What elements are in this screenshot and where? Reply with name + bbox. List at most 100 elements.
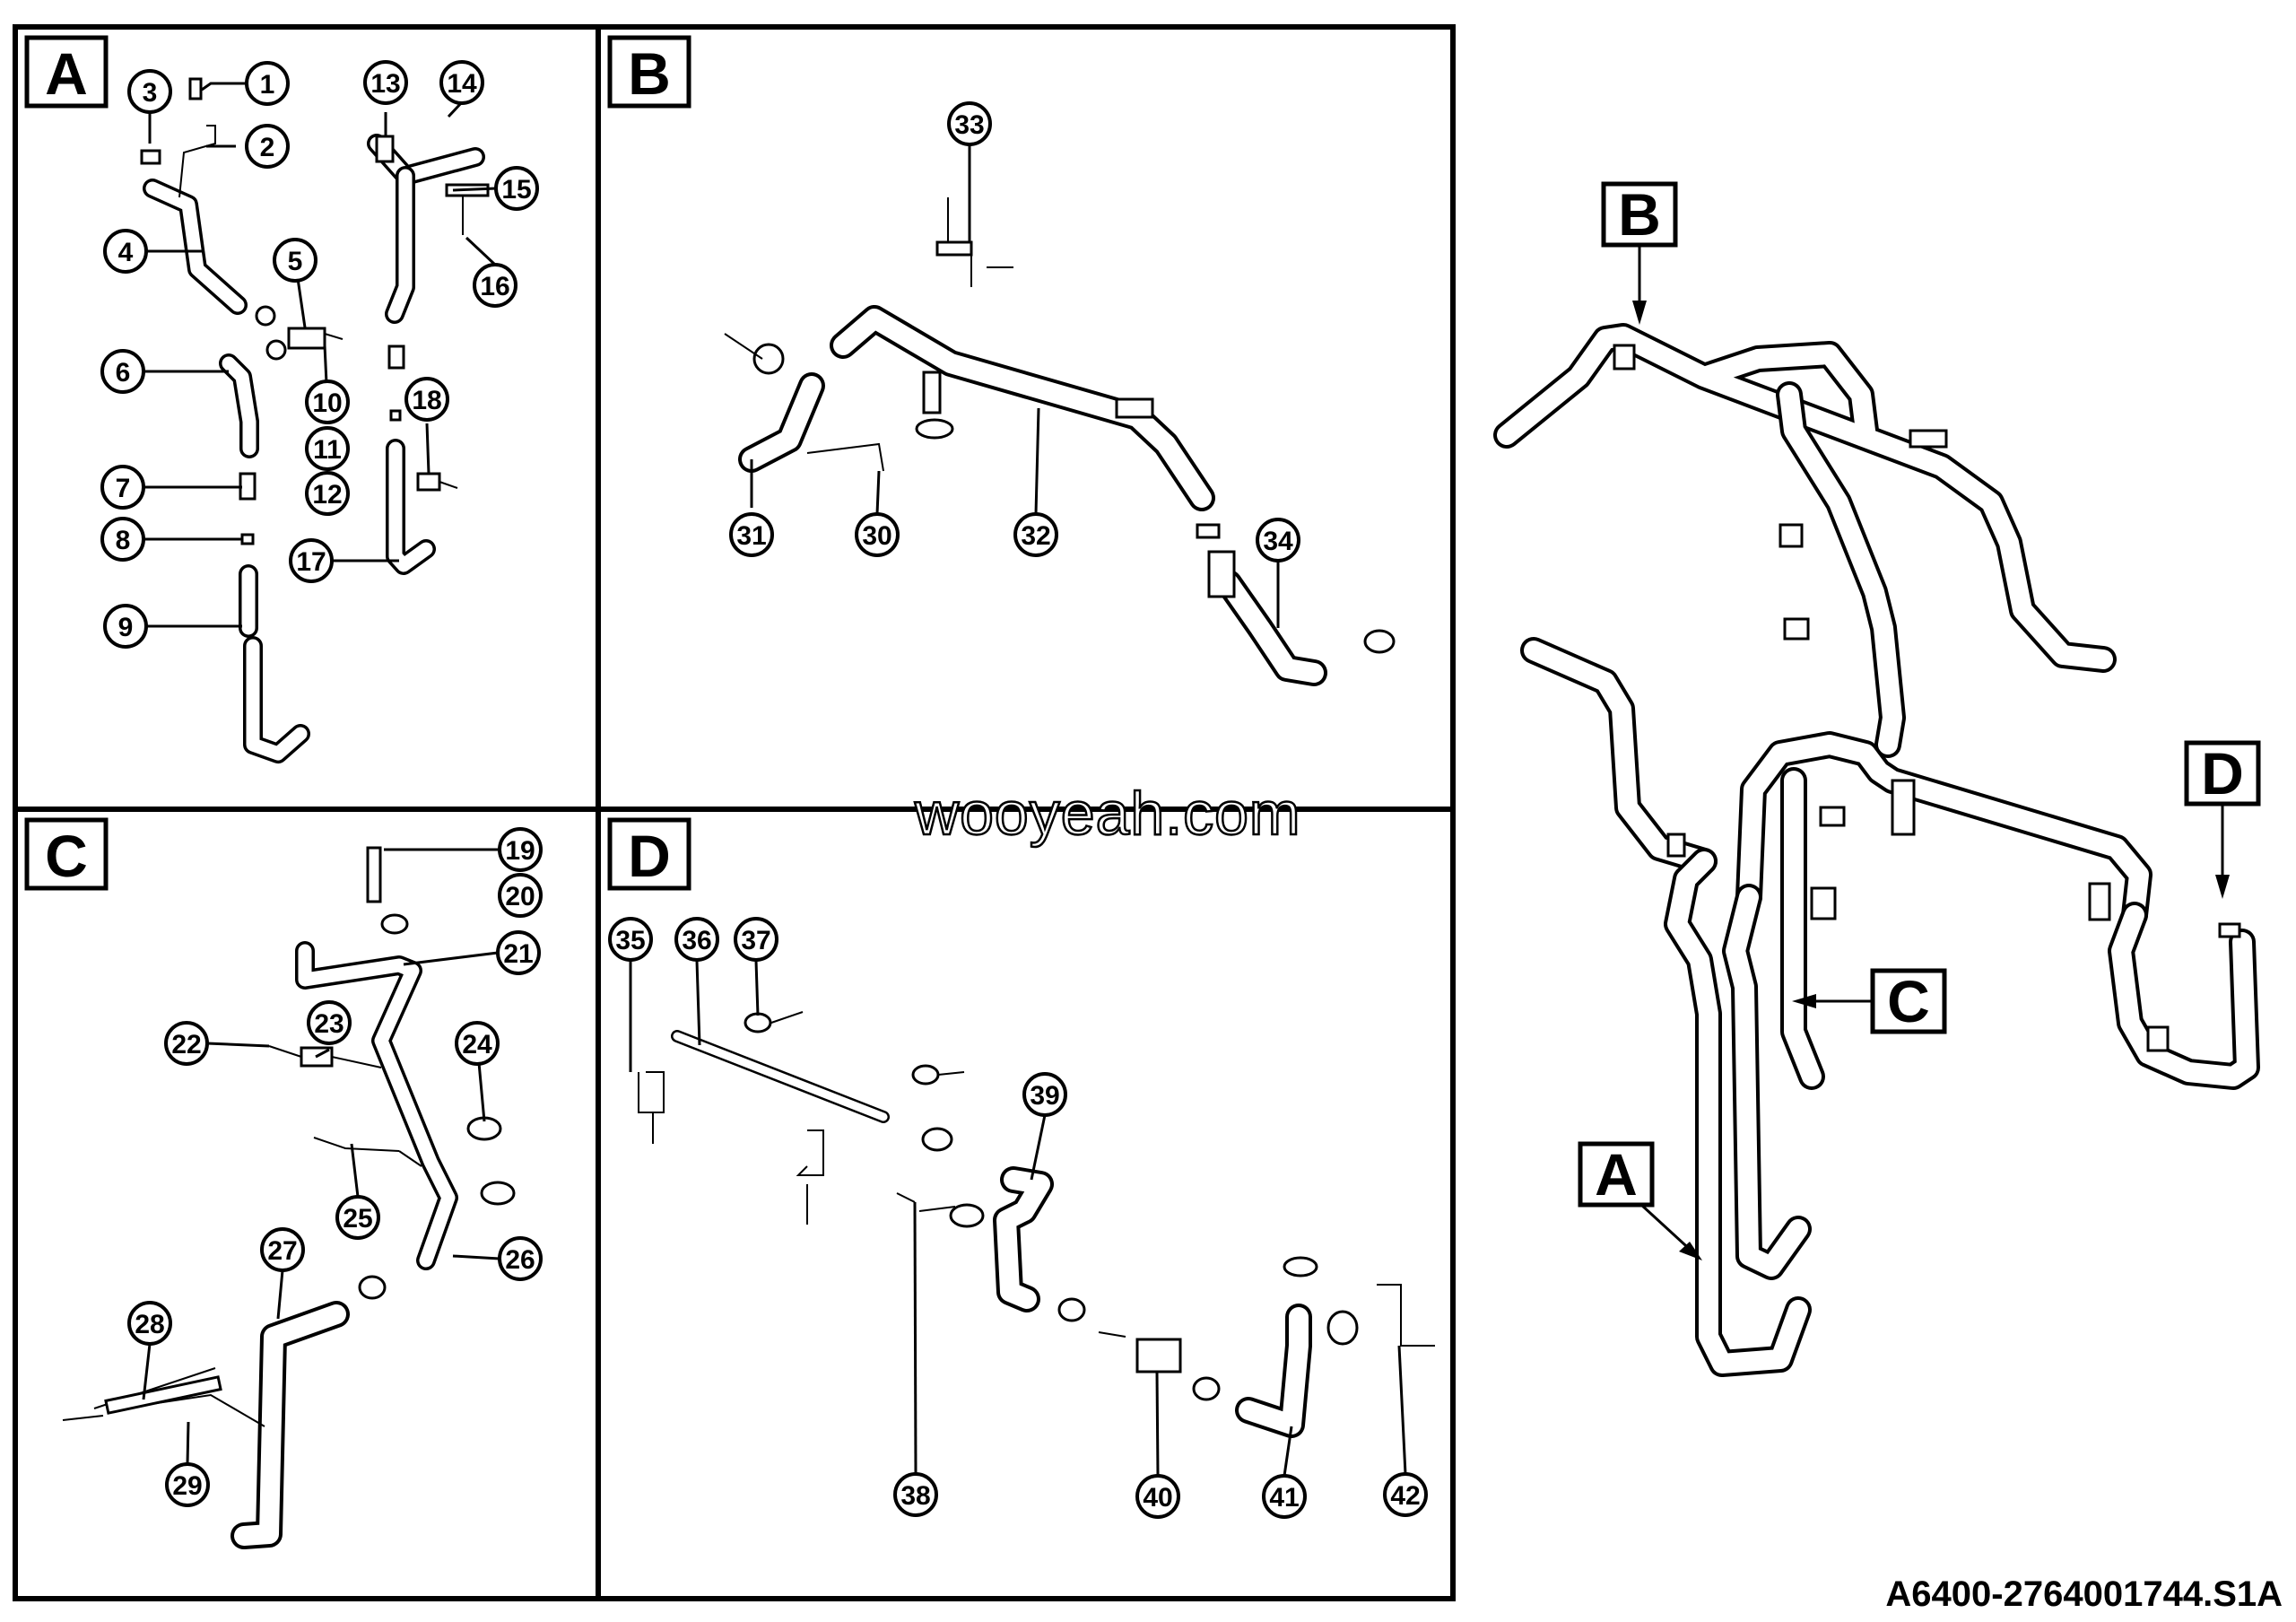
callout-28: 28 <box>127 1301 172 1346</box>
watermark: wooyeah.com <box>914 780 1301 848</box>
callout-number: 27 <box>267 1236 297 1266</box>
overview-label-c: C <box>1792 968 1947 1034</box>
callout-number: 13 <box>370 69 400 99</box>
callout-41: 41 <box>1262 1474 1307 1519</box>
callout-number: 24 <box>462 1030 492 1060</box>
callout-number: 40 <box>1143 1483 1172 1513</box>
callout-21: 21 <box>496 930 541 975</box>
callout-15: 15 <box>494 166 539 211</box>
callout-number: 35 <box>615 926 645 955</box>
callout-29: 29 <box>165 1462 210 1507</box>
document-code: A6400-2764001744.S1A <box>1885 1574 2283 1614</box>
callout-16: 16 <box>473 263 517 308</box>
callout-number: 3 <box>143 78 158 108</box>
callout-number: 18 <box>412 386 441 415</box>
callout-number: 15 <box>501 175 531 205</box>
callout-32: 32 <box>1013 512 1058 557</box>
overview-label-d: D <box>2184 740 2261 899</box>
callout-number: 37 <box>741 926 770 955</box>
callout-5: 5 <box>273 238 317 283</box>
callout-23: 23 <box>307 1000 352 1045</box>
callout-number: 30 <box>862 521 891 551</box>
callout-7: 7 <box>100 465 145 510</box>
panel-letter: C <box>45 823 88 889</box>
callout-number: 17 <box>296 547 326 577</box>
callout-number: 20 <box>505 882 535 911</box>
callout-20: 20 <box>498 873 543 918</box>
callout-39: 39 <box>1022 1072 1067 1117</box>
panel-label-a: A <box>24 35 109 109</box>
panel-letter: D <box>628 823 671 889</box>
callout-22: 22 <box>164 1021 209 1066</box>
callout-number: 2 <box>260 133 275 162</box>
callout-number: 23 <box>314 1009 344 1039</box>
callout-38: 38 <box>893 1472 938 1517</box>
callout-3: 3 <box>127 69 172 114</box>
callout-number: 38 <box>900 1481 930 1511</box>
callout-number: 33 <box>954 110 984 140</box>
callout-40: 40 <box>1135 1474 1180 1519</box>
panel-b-drawing <box>724 197 1396 686</box>
callout-number: 29 <box>172 1471 202 1501</box>
callout-34: 34 <box>1256 518 1300 562</box>
callout-number: 10 <box>312 388 342 418</box>
panel-letter: A <box>45 40 88 107</box>
callout-13: 13 <box>363 60 408 105</box>
callout-number: 21 <box>503 939 533 969</box>
callout-number: 1 <box>260 70 275 100</box>
callout-6: 6 <box>100 349 145 394</box>
callout-31: 31 <box>729 512 774 557</box>
overview-letter: B <box>1618 181 1661 248</box>
panel-label-d: D <box>607 817 691 891</box>
callout-number: 16 <box>480 272 509 301</box>
callout-14: 14 <box>439 60 484 105</box>
panel-d-drawing <box>638 1011 1435 1438</box>
panel-c-drawing <box>62 846 516 1549</box>
callout-25: 25 <box>335 1195 380 1240</box>
callout-33: 33 <box>947 101 992 146</box>
callout-4: 4 <box>103 229 148 274</box>
callout-9: 9 <box>103 604 148 649</box>
callout-number: 31 <box>736 521 766 551</box>
panel-a-drawing <box>140 77 490 763</box>
callout-number: 19 <box>505 836 535 866</box>
callout-17: 17 <box>289 538 334 583</box>
callout-number: 26 <box>505 1245 535 1275</box>
callout-27: 27 <box>260 1227 305 1272</box>
panel-frames <box>13 24 1456 1601</box>
callout-18: 18 <box>404 377 449 422</box>
overview-label-a: A <box>1578 1141 1702 1260</box>
overview-assembly <box>1493 323 2260 1377</box>
callout-number: 12 <box>312 480 342 510</box>
callout-19: 19 <box>498 827 543 872</box>
panel-label-b: B <box>607 35 691 109</box>
callout-number: 28 <box>135 1310 164 1339</box>
callout-30: 30 <box>855 512 900 557</box>
callout-number: 4 <box>118 238 134 267</box>
callout-11: 11 <box>305 426 350 471</box>
callout-number: 25 <box>343 1204 372 1234</box>
callout-number: 22 <box>171 1030 201 1060</box>
callout-number: 11 <box>313 435 342 465</box>
overview-letter: D <box>2201 740 2244 807</box>
overview-letter: C <box>1887 968 1930 1034</box>
callout-2: 2 <box>245 124 290 169</box>
callout-24: 24 <box>455 1021 500 1066</box>
callout-36: 36 <box>674 917 719 962</box>
callout-number: 8 <box>116 526 131 555</box>
callout-10: 10 <box>305 379 350 424</box>
callout-number: 41 <box>1269 1483 1299 1513</box>
callout-number: 5 <box>288 247 303 276</box>
callout-number: 7 <box>116 474 131 503</box>
callout-8: 8 <box>100 517 145 562</box>
callout-number: 42 <box>1390 1481 1420 1511</box>
callout-42: 42 <box>1383 1472 1428 1517</box>
callout-12: 12 <box>305 471 350 516</box>
callout-26: 26 <box>498 1236 543 1281</box>
callout-number: 6 <box>116 358 131 388</box>
overview-label-b: B <box>1601 181 1678 325</box>
callout-number: 36 <box>682 926 711 955</box>
callout-number: 9 <box>118 613 134 642</box>
callout-number: 14 <box>447 69 477 99</box>
